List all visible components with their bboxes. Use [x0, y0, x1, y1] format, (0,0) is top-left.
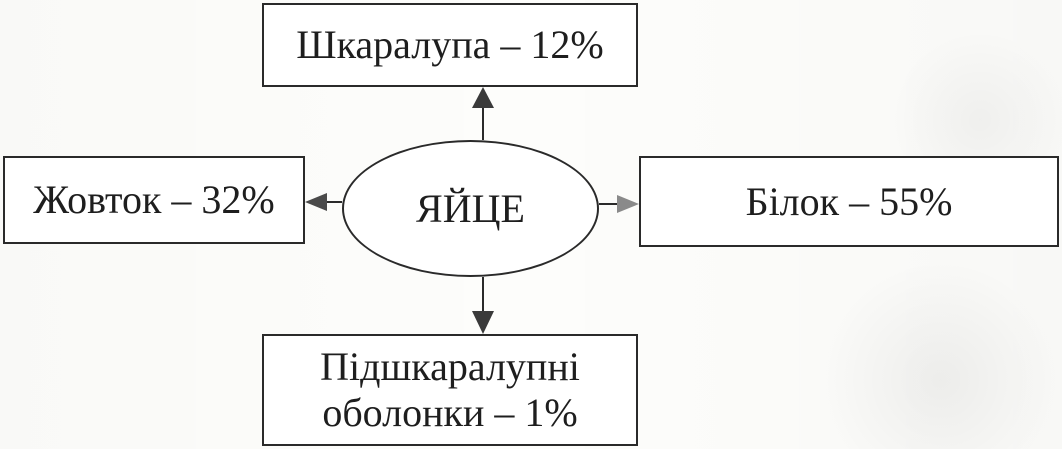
arrow-down-icon [472, 311, 494, 334]
yolk-box: Жовток – 32% [3, 156, 305, 244]
shell-membranes-label: Підшкаралупні оболонки – 1% [320, 344, 580, 435]
albumen-box: Білок – 55% [639, 156, 1059, 247]
albumen-label: Білок – 55% [745, 178, 953, 224]
shell-box: Шкаралупа – 12% [262, 3, 638, 87]
yolk-label: Жовток – 32% [33, 177, 275, 222]
egg-label: ЯЙЦЕ [416, 186, 525, 231]
shell-label: Шкаралупа – 12% [296, 22, 604, 67]
arrow-left-icon [305, 193, 327, 211]
egg-ellipse: ЯЙЦЕ [342, 140, 599, 277]
arrow-right-icon [617, 195, 639, 213]
shell-membranes-box: Підшкаралупні оболонки – 1% [262, 334, 638, 446]
arrow-up-icon [472, 87, 494, 108]
